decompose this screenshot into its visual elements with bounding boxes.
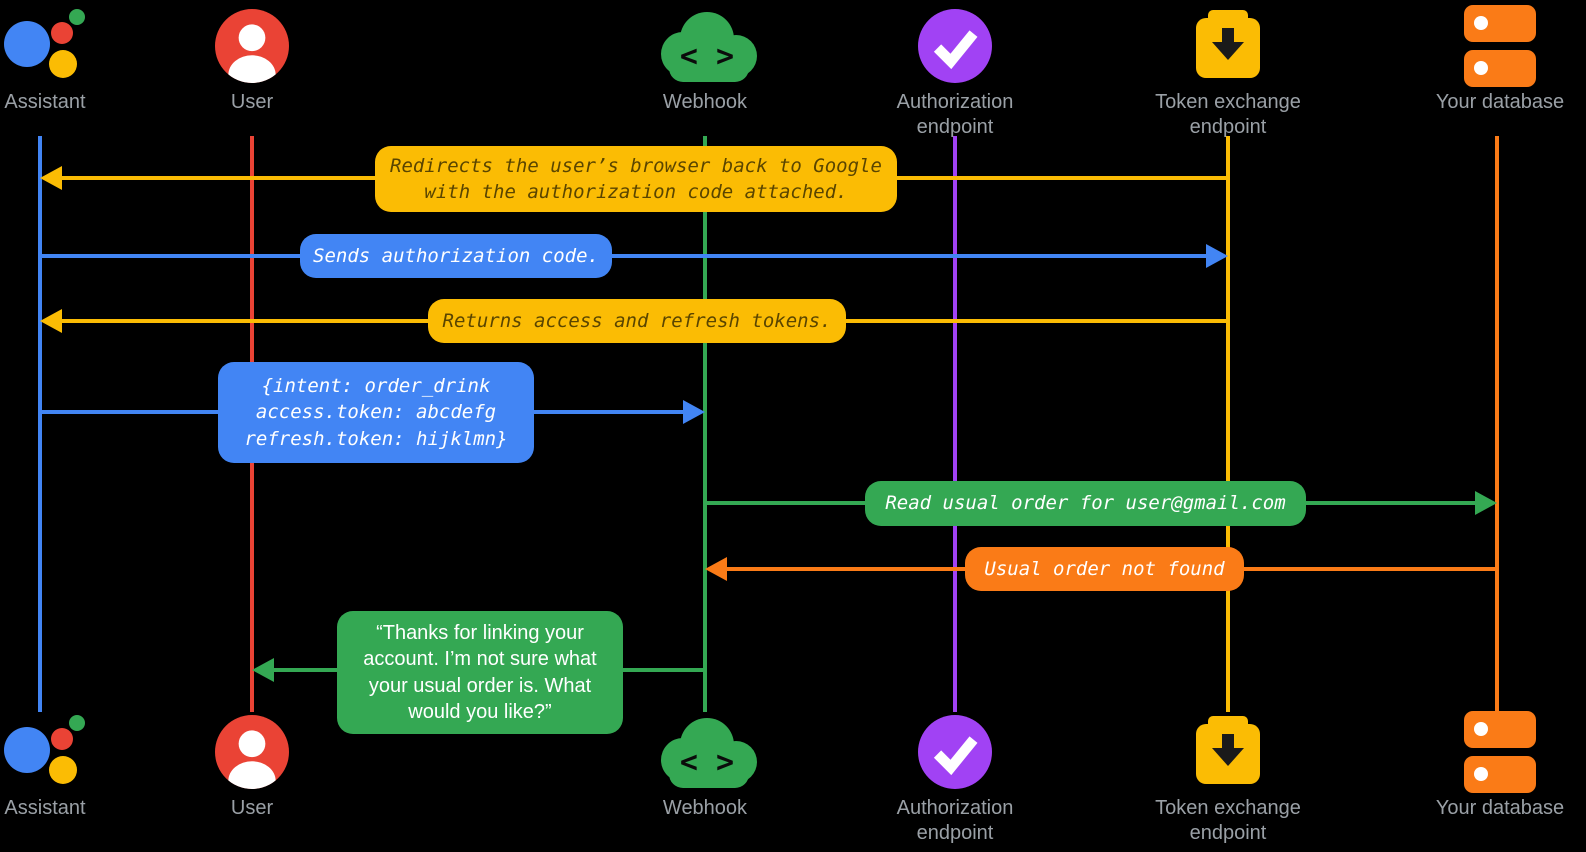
- message-line: Returns access and refresh tokens.: [442, 309, 832, 332]
- message-line: {intent: order_drink: [261, 375, 491, 398]
- actor-label-authorization-line2: endpoint: [916, 822, 994, 844]
- database-icon: [1464, 708, 1536, 796]
- actor-user-bottom: User: [152, 708, 352, 821]
- google-assistant-icon: [1, 2, 89, 90]
- message-line: with the authorization code attached.: [424, 181, 848, 203]
- actor-label-user: User: [230, 797, 274, 819]
- message-thanks-reply: “Thanks for linking your account. I’m no…: [337, 611, 623, 734]
- actor-label-user: User: [230, 91, 274, 113]
- arrow-sends-head: [1206, 244, 1228, 268]
- code-brackets-glyph: < >: [680, 39, 734, 74]
- actor-label-authorization-line2: endpoint: [916, 116, 994, 138]
- actor-user-top: User: [152, 2, 352, 115]
- actor-token-exchange-endpoint-top: Token exchange endpoint: [1128, 2, 1328, 140]
- lifeline-token-exchange-endpoint: [1226, 136, 1230, 712]
- actor-label-your-database: Your database: [1435, 91, 1565, 113]
- message-read-usual-order: Read usual order for user@gmail.com: [865, 481, 1306, 526]
- actor-label-token-line1: Token exchange: [1155, 797, 1301, 819]
- actor-label-your-database: Your database: [1435, 797, 1565, 819]
- lifeline-assistant: [38, 136, 42, 712]
- actor-label-webhook: Webhook: [662, 91, 748, 113]
- actor-assistant-bottom: Assistant: [0, 708, 145, 821]
- checkmark-circle-icon: [918, 2, 992, 90]
- message-line: would you like?”: [408, 700, 552, 723]
- actor-label-webhook: Webhook: [662, 797, 748, 819]
- lifeline-authorization-endpoint: [953, 136, 957, 712]
- arrow-thanks-head: [252, 658, 274, 682]
- lifeline-webhook: [703, 136, 707, 712]
- message-line: “Thanks for linking your: [376, 621, 584, 644]
- actor-assistant-top: Assistant: [0, 2, 145, 115]
- message-redirect: Redirects the user’s browser back to Goo…: [375, 146, 897, 212]
- inbox-download-icon: [1189, 708, 1267, 796]
- message-line: Read usual order for user@gmail.com: [885, 492, 1286, 515]
- arrow-read-head: [1475, 491, 1497, 515]
- message-sends-authorization-code: Sends authorization code.: [300, 234, 612, 278]
- actor-authorization-endpoint-top: Authorization endpoint: [855, 2, 1055, 140]
- actor-your-database-top: Your database: [1400, 2, 1586, 115]
- actor-label-token-line2: endpoint: [1189, 822, 1267, 844]
- actor-label-token-line2: endpoint: [1189, 116, 1267, 138]
- message-line: access.token: abcdefg: [255, 401, 497, 424]
- message-line: Usual order not found: [984, 557, 1225, 580]
- actor-token-exchange-endpoint-bottom: Token exchange endpoint: [1128, 708, 1328, 846]
- actor-label-assistant: Assistant: [4, 91, 86, 113]
- actor-label-assistant: Assistant: [4, 797, 86, 819]
- person-circle-icon: [215, 708, 289, 796]
- actor-webhook-top: < > Webhook: [605, 2, 805, 115]
- actor-label-token-line1: Token exchange: [1155, 91, 1301, 113]
- message-line: account. I’m not sure what: [363, 648, 597, 671]
- arrow-redirect-head: [40, 166, 62, 190]
- actor-authorization-endpoint-bottom: Authorization endpoint: [855, 708, 1055, 846]
- message-line: Sends authorization code.: [313, 244, 599, 267]
- actor-your-database-bottom: Your database: [1400, 708, 1586, 821]
- cloud-code-icon: < >: [649, 708, 761, 796]
- person-circle-icon: [215, 2, 289, 90]
- database-icon: [1464, 2, 1536, 90]
- inbox-download-icon: [1189, 2, 1267, 90]
- cloud-code-icon: < >: [649, 2, 761, 90]
- arrow-sends-shaft: [40, 254, 1208, 258]
- message-line: your usual order is. What: [368, 674, 592, 697]
- arrow-returns-head: [40, 309, 62, 333]
- actor-webhook-bottom: < > Webhook: [605, 708, 805, 821]
- actor-label-authorization-line1: Authorization: [896, 91, 1014, 113]
- checkmark-circle-icon: [918, 708, 992, 796]
- message-usual-order-not-found: Usual order not found: [965, 547, 1244, 591]
- message-line: Redirects the user’s browser back to Goo…: [390, 154, 882, 177]
- google-assistant-icon: [1, 708, 89, 796]
- message-line: refresh.token: hijklmn}: [244, 427, 508, 450]
- message-returns-tokens: Returns access and refresh tokens.: [428, 299, 846, 343]
- actor-label-authorization-line1: Authorization: [896, 797, 1014, 819]
- arrow-intent-head: [683, 400, 705, 424]
- arrow-notfound-head: [705, 557, 727, 581]
- lifeline-your-database: [1495, 136, 1499, 712]
- code-brackets-glyph: < >: [680, 745, 734, 780]
- message-intent-payload: {intent: order_drink access.token: abcde…: [218, 362, 534, 463]
